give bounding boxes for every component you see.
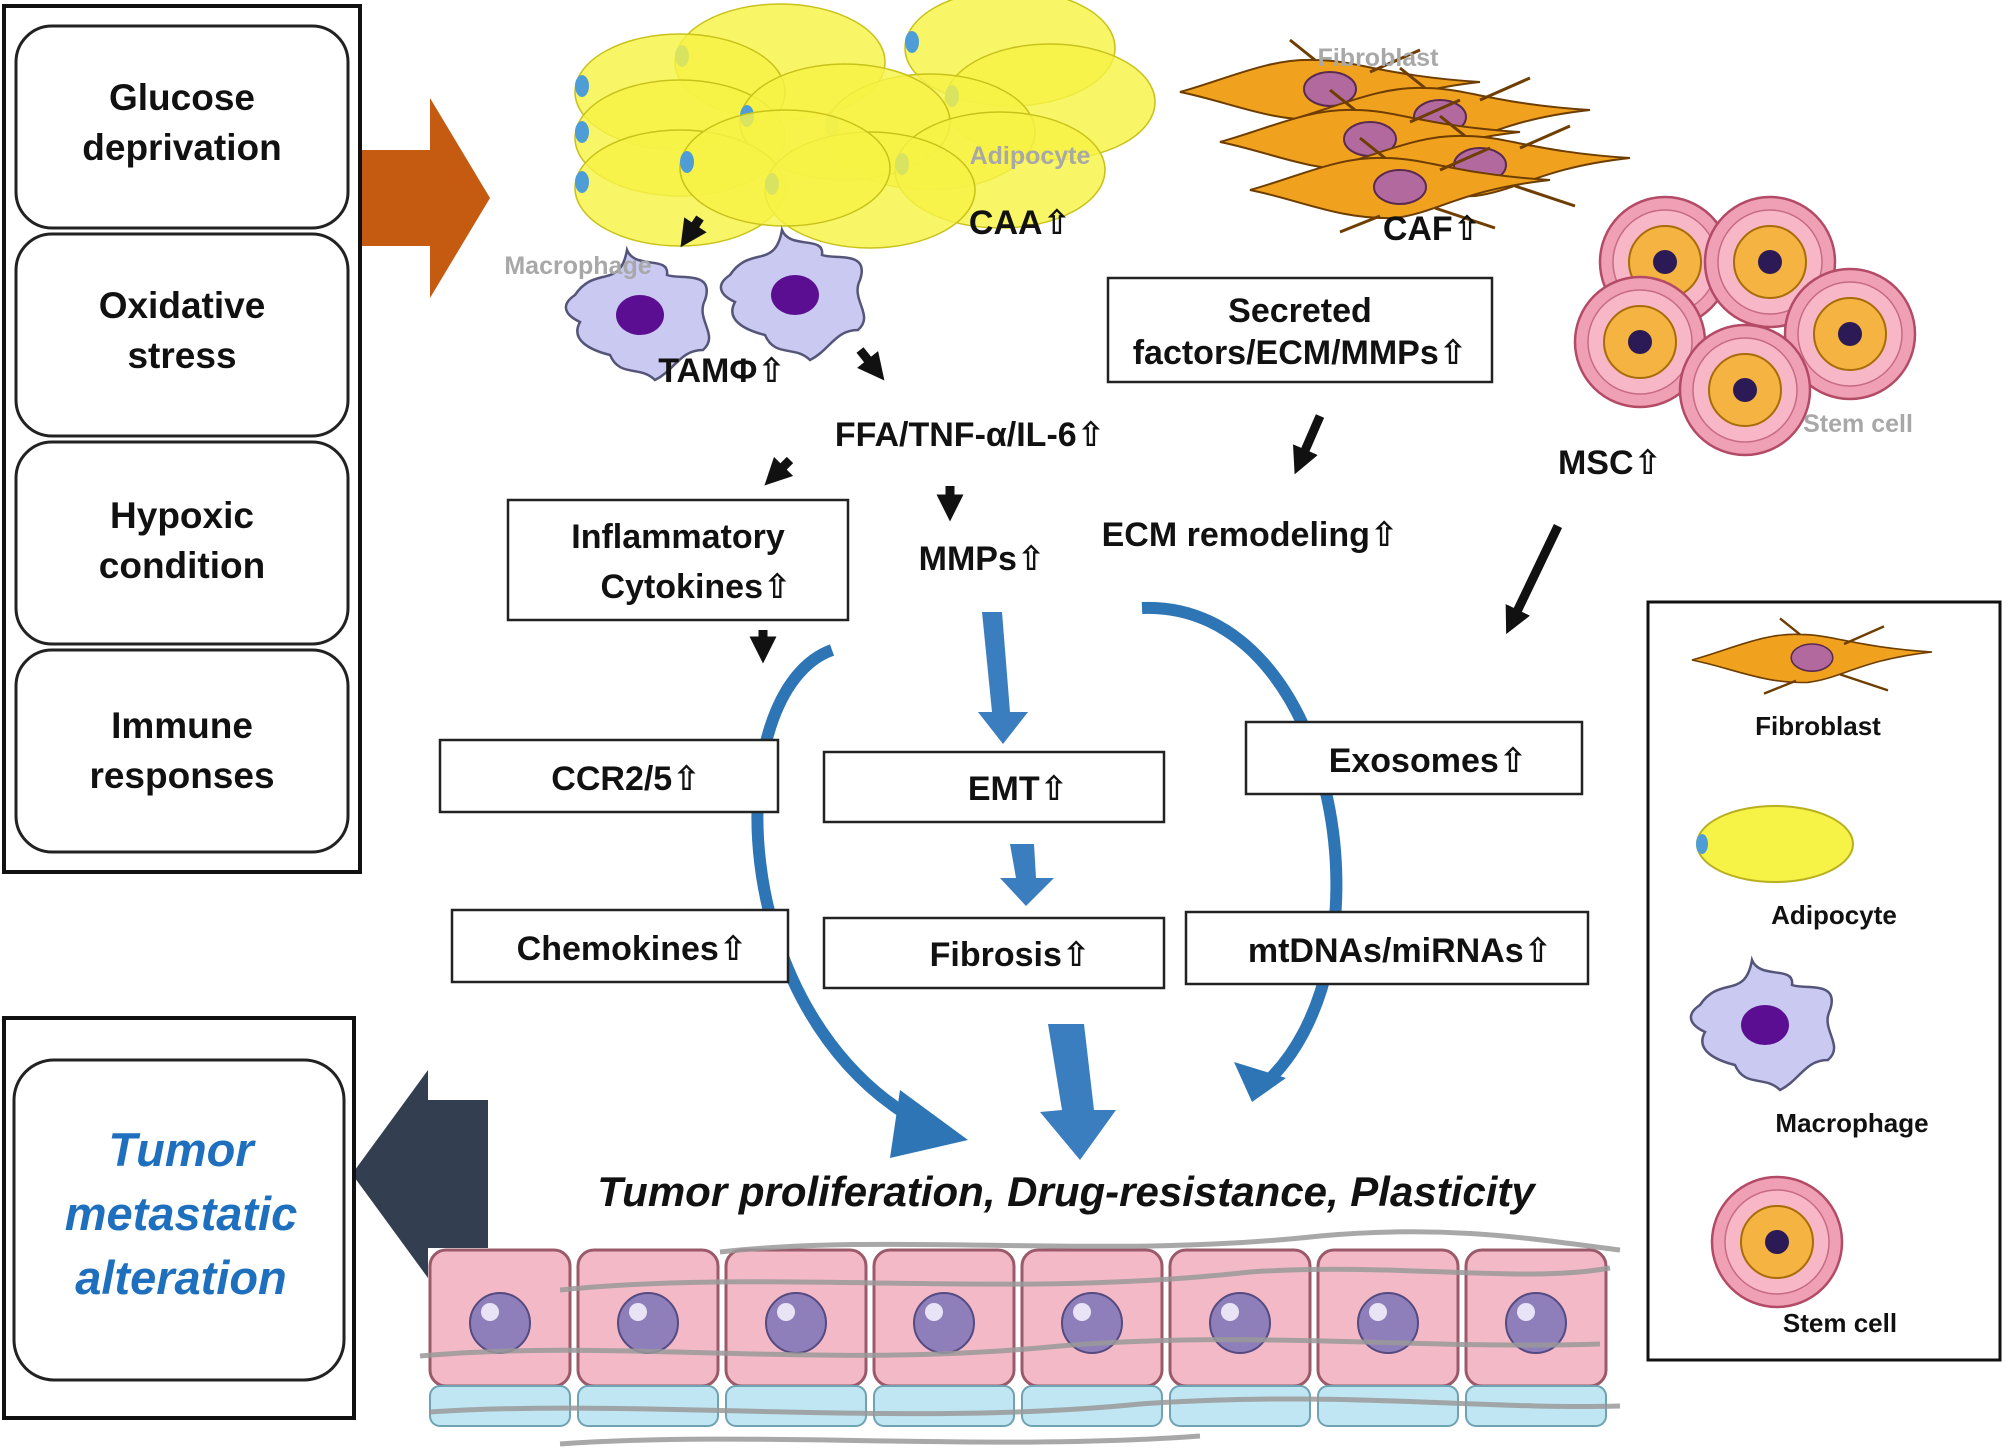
secreted-factors-box: Secreted factors/ECM/MMPs⇧ (1106, 276, 1494, 384)
condition-immune-line2: responses (89, 755, 274, 796)
fibrosis-box: Fibrosis⇧ (822, 916, 1166, 990)
emt-label: EMT⇧ (968, 770, 1068, 808)
secreted-line2: factors/ECM/MMPs⇧ (1133, 334, 1468, 372)
legend-adipocyte-label: Adipocyte (1771, 900, 1897, 930)
condition-hypoxic-line2: condition (99, 545, 265, 586)
chemokines-label: Chemokines⇧ (517, 930, 748, 968)
condition-glucose-box: Glucose deprivation (14, 24, 350, 230)
orange-input-arrow (362, 98, 490, 298)
inflammatory-cytokines-box: Inflammatory Cytokines⇧ (506, 498, 850, 622)
condition-oxidative-box: Oxidative stress (14, 232, 350, 438)
emt-box: EMT⇧ (822, 750, 1166, 824)
result-line2: metastatic (65, 1187, 298, 1240)
condition-glucose-line1: Glucose (109, 77, 255, 118)
dark-result-arrow (352, 1070, 488, 1278)
exosomes-box: Exosomes⇧ (1244, 720, 1584, 796)
fibroblast-cell-label: Fibroblast (1318, 44, 1440, 72)
exosomes-label: Exosomes⇧ (1329, 742, 1528, 780)
legend-macrophage: Macrophage (1689, 958, 1929, 1138)
condition-hypoxic-box: Hypoxic condition (14, 440, 350, 646)
ccr-box: CCR2/5⇧ (438, 738, 780, 814)
condition-oxidative-line1: Oxidative (99, 285, 266, 326)
condition-glucose-line2: deprivation (82, 127, 281, 168)
inflammatory-line1: Inflammatory (571, 518, 785, 556)
legend-adipocyte: Adipocyte (1696, 805, 1897, 930)
inflammatory-line2: Cytokines⇧ (601, 568, 792, 606)
legend-stem-cell: Stem cell (1710, 1175, 1897, 1338)
secreted-line1: Secreted (1228, 292, 1372, 330)
condition-immune-line1: Immune (111, 705, 253, 746)
ffa-cytokine-label: FFA/TNF-α/IL-6⇧ (835, 416, 1105, 454)
ecm-remodeling-label: ECM remodeling⇧ (1102, 516, 1399, 554)
result-line1: Tumor (108, 1123, 256, 1176)
mtdna-label: mtDNAs/miRNAs⇧ (1248, 932, 1552, 970)
result-box (12, 1058, 346, 1382)
adipocyte-cell-label: Adipocyte (970, 142, 1091, 170)
ccr-label: CCR2/5⇧ (551, 760, 700, 798)
legend-macrophage-label: Macrophage (1775, 1108, 1928, 1138)
chemokines-box: Chemokines⇧ (450, 908, 790, 984)
stem-cell-label: Stem cell (1803, 410, 1913, 438)
condition-hypoxic-line1: Hypoxic (110, 495, 254, 536)
tumor-outcome-label: Tumor proliferation, Drug-resistance, Pl… (597, 1168, 1537, 1215)
fiber-strands (419, 1229, 1621, 1447)
condition-oxidative-line2: stress (127, 335, 236, 376)
tam-label: TAMΦ⇧ (658, 352, 786, 390)
tumor-cell-layer (428, 1248, 1608, 1428)
black-pathway-arrows (680, 215, 1563, 664)
blue-pathway-arrows (751, 601, 1343, 1160)
msc-label: MSC⇧ (1558, 444, 1662, 482)
legend-fibroblast: Fibroblast (1690, 617, 1934, 741)
legend-fibroblast-label: Fibroblast (1755, 711, 1881, 741)
mtdna-box: mtDNAs/miRNAs⇧ (1184, 910, 1590, 986)
macrophage-cell-label: Macrophage (504, 252, 651, 280)
legend-stem-cell-label: Stem cell (1783, 1308, 1897, 1338)
fibrosis-label: Fibrosis⇧ (930, 936, 1091, 974)
caf-label: CAF⇧ (1383, 210, 1481, 248)
condition-immune-box: Immune responses (14, 648, 350, 854)
result-line3: alteration (75, 1251, 287, 1304)
mmps-label: MMPs⇧ (919, 540, 1046, 578)
caa-label: CAA⇧ (969, 204, 1071, 242)
